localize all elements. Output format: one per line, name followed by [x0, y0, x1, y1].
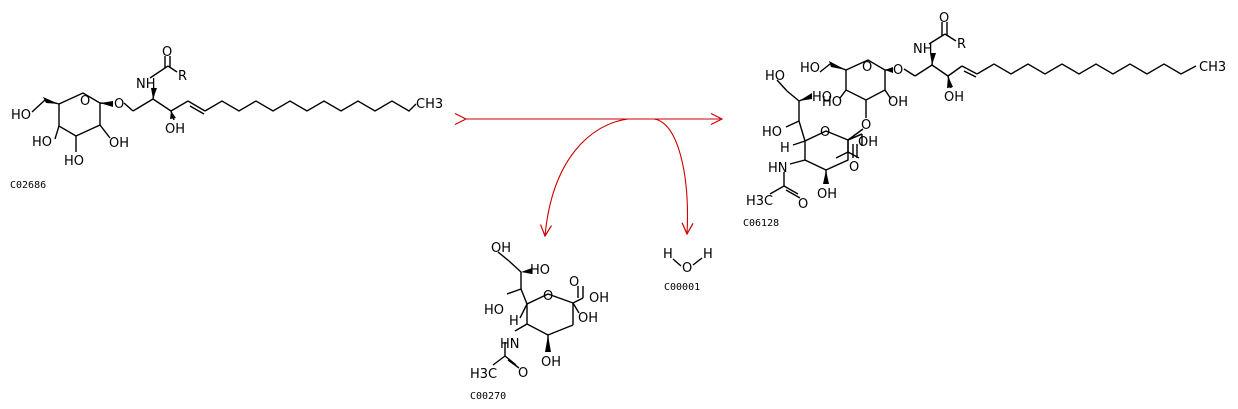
c06128-o-amide-label: O [798, 197, 808, 212]
c00001-bond-1 [672, 258, 682, 267]
c00001-h2-label: H [703, 247, 713, 262]
c02686-ho6-label: HO [11, 108, 31, 123]
c06128-ring-o-neu-label: O [820, 125, 830, 140]
c06128-ho-gal6-label: HO [800, 61, 820, 76]
c00270-h3c-label: H3C [470, 367, 497, 382]
compound-c02686: HO O O HO OH HO NH O R OH CH3 C02686 [10, 45, 443, 191]
c06128-oh-acid-label: OH [858, 135, 878, 150]
c00001-h1-label: H [663, 247, 673, 262]
c06128-oh-ring-label: OH [817, 187, 837, 202]
compound-c00001: H O H C00001 [663, 247, 713, 293]
c06128-oh-sph-label: OH [944, 90, 964, 105]
reaction-arrows [466, 119, 722, 236]
c06128-oh-gal2-label: OH [888, 95, 908, 110]
compound-c00270: OH HO HO H O O OH OH HN OH H3C O C00270 [470, 241, 609, 402]
c06128-glycosidic-o-label: O [893, 63, 903, 78]
c06128-o-acid-label: O [849, 160, 859, 175]
c06128-bonds [769, 22, 1197, 199]
c06128-ring-o-gal-label: O [862, 60, 872, 75]
c02686-oh2-label: OH [109, 136, 129, 151]
c00270-ho-side1-label: HO [530, 263, 550, 278]
c06128-code-label: C06128 [743, 218, 779, 229]
c02686-carbonyl-o-label: O [162, 45, 172, 60]
c00001-bond-2 [692, 257, 703, 266]
c06128-ho-side1-label: HO [765, 69, 785, 84]
c06128-link-o-label: O [861, 118, 871, 133]
c06128-ho-side2-label: HO [812, 90, 832, 105]
c06128-r-label: R [957, 37, 966, 52]
c02686-code-label: C02686 [10, 180, 46, 191]
c02686-oh-label: OH [165, 122, 185, 137]
c06128-carbonyl-o-label: O [939, 11, 949, 26]
c00270-o-acid-label: O [569, 275, 579, 290]
c00001-o-label: O [682, 261, 692, 276]
c02686-nh-label: NH [136, 77, 156, 92]
c02686-ho4-label: HO [32, 135, 52, 150]
c00270-h-label: H [509, 314, 519, 329]
c06128-ho-gal4-label: HO [822, 95, 842, 110]
c06128-h-label: H [780, 141, 790, 156]
product-arrow-left [545, 118, 629, 236]
c00270-ho-side2-label: HO [484, 303, 504, 318]
c00270-hn-label: HN [500, 337, 520, 352]
c00270-oh-top-label: OH [491, 241, 511, 256]
c06128-ch3-label: CH3 [1199, 60, 1226, 75]
c02686-ho3-label: HO [64, 154, 84, 169]
c00270-oh-acid-label: OH [589, 291, 609, 306]
c00270-oh-ring-label: OH [541, 355, 561, 370]
product-arrow-right [653, 118, 687, 234]
c00001-code-label: C00001 [664, 282, 700, 293]
c06128-ho-side3-label: HO [762, 125, 782, 140]
c00270-oh-anom-label: OH [578, 311, 598, 326]
c02686-r-label: R [178, 69, 187, 84]
c00270-o-amide-label: O [518, 366, 528, 381]
c02686-ch3-label: CH3 [416, 97, 443, 112]
c06128-h3c-label: H3C [746, 194, 773, 209]
c06128-hn-label: HN [768, 161, 788, 176]
c06128-nh-label: NH [913, 42, 933, 57]
c00270-ring-o-label: O [543, 289, 553, 304]
c02686-ring-o-label: O [80, 94, 90, 109]
compound-c06128: HO HO HO H O HO O O HO OH O OH O HN OH H… [743, 11, 1226, 229]
c00270-code-label: C00270 [470, 391, 506, 402]
c02686-glycosidic-o-label: O [114, 97, 124, 112]
